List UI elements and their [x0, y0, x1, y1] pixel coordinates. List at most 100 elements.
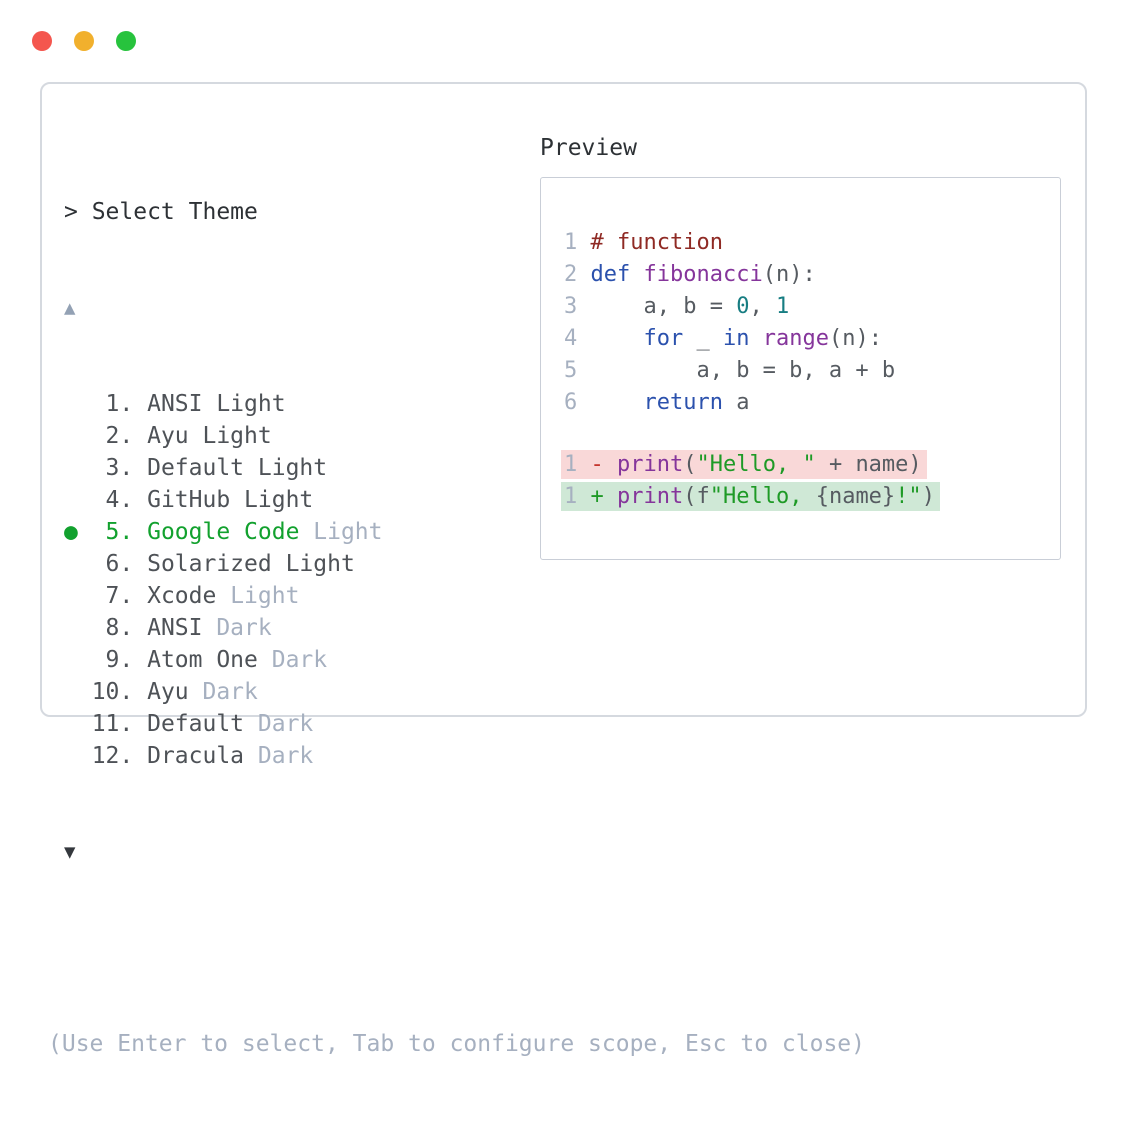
code-token: ( [683, 452, 697, 477]
code-gap [564, 419, 1060, 449]
code-line: 4 for _ in range(n): [564, 323, 1060, 355]
theme-list-item[interactable]: 8. ANSI Dark [64, 612, 865, 644]
preview-title: Preview [540, 135, 637, 161]
code-token: range [762, 326, 829, 351]
theme-item-variant: Dark [257, 647, 328, 673]
theme-list-item[interactable]: ● 5. Google Code Light [64, 516, 865, 548]
code-token [591, 390, 644, 415]
theme-item-variant: Dark [244, 711, 314, 737]
theme-item-number: 12. [91, 743, 148, 769]
code-line: 3 a, b = 0, 1 [564, 291, 1060, 323]
code-token: for [643, 326, 684, 351]
code-token: fibonacci [643, 262, 763, 287]
code-token: in [722, 326, 750, 351]
theme-list-item[interactable]: 11. Default Dark [64, 708, 865, 740]
line-number: 1 [564, 230, 591, 255]
theme-list-item[interactable]: 2. Ayu Light [64, 420, 865, 452]
diff-added-line: 1 + print(f"Hello, {name}!") [561, 481, 1060, 513]
theme-item-name: Solarized Light [147, 551, 355, 577]
window-controls [32, 31, 136, 51]
close-button[interactable] [32, 31, 52, 51]
theme-list-item[interactable]: 4. GitHub Light [64, 484, 865, 516]
bullet-placeholder [64, 583, 92, 609]
theme-item-variant: Light [299, 519, 383, 545]
theme-list-item[interactable]: 9. Atom One Dark [64, 644, 865, 676]
code-token: 1 [775, 294, 790, 319]
theme-item-number: 5. [91, 519, 148, 545]
bullet-placeholder [64, 455, 92, 481]
diff-highlight: 1 - print("Hello, " + name) [561, 450, 927, 479]
theme-item-name: Default Light [147, 455, 328, 481]
code-token [630, 262, 643, 287]
scroll-down-icon[interactable]: ▼ [64, 841, 76, 863]
line-number: 1 [564, 452, 591, 477]
code-line: 2 def fibonacci(n): [564, 259, 1060, 291]
code-token [604, 452, 617, 477]
line-number: 4 [564, 326, 591, 351]
spacer [64, 932, 865, 964]
theme-picker-window: > Select Theme ▲ 1. ANSI Light 2. Ayu Li… [40, 82, 1087, 1057]
diff-removed-line: 1 - print("Hello, " + name) [561, 449, 1060, 481]
bullet-placeholder [64, 487, 92, 513]
theme-list-item[interactable]: 3. Default Light [64, 452, 865, 484]
code-token: + name) [815, 452, 922, 477]
bullet-placeholder [64, 679, 92, 705]
bullet-placeholder [64, 423, 92, 449]
theme-list-item[interactable]: 7. Xcode Light [64, 580, 865, 612]
code-token: "Hello, [709, 484, 816, 509]
code-token: # function [590, 230, 723, 255]
code-line: 1 # function [564, 227, 1060, 259]
code-line: 6 return a [564, 387, 1060, 419]
minimize-button[interactable] [74, 31, 94, 51]
scroll-up-icon[interactable]: ▲ [64, 297, 76, 319]
code-token [604, 484, 617, 509]
code-token [591, 326, 644, 351]
code-token: return [643, 390, 723, 415]
select-theme-prompt: > Select Theme [64, 199, 258, 225]
bullet-placeholder [64, 551, 92, 577]
code-token: {name} [815, 484, 896, 509]
theme-list-item[interactable]: 10. Ayu Dark [64, 676, 865, 708]
theme-item-number: 7. [91, 583, 148, 609]
theme-item-number: 6. [91, 551, 148, 577]
theme-item-number: 11. [91, 711, 148, 737]
code-token: a [722, 390, 750, 415]
theme-item-name: Ayu [147, 679, 189, 705]
line-number: 5 [564, 358, 591, 383]
code-token: 0 [736, 294, 750, 319]
line-number: 2 [564, 262, 591, 287]
code-token: (n): [828, 326, 882, 351]
code-token: _ [683, 326, 723, 351]
theme-item-name: Atom One [147, 647, 258, 673]
line-number: 6 [564, 390, 591, 415]
theme-item-name: Ayu Light [147, 423, 272, 449]
theme-item-name: Dracula [147, 743, 245, 769]
help-text: (Use Enter to select, Tab to configure s… [48, 1031, 865, 1057]
code-token: , [749, 294, 776, 319]
diff-highlight: 1 + print(f"Hello, {name}!") [561, 482, 940, 511]
theme-item-name: GitHub Light [147, 487, 314, 513]
code-token: a, b = [590, 294, 737, 319]
bullet-placeholder [64, 711, 92, 737]
theme-list-item[interactable]: 12. Dracula Dark [64, 740, 865, 772]
bullet-placeholder [64, 391, 92, 417]
theme-list-item[interactable]: 1. ANSI Light [64, 388, 865, 420]
maximize-button[interactable] [116, 31, 136, 51]
theme-item-number: 9. [91, 647, 148, 673]
code-line: 5 a, b = b, a + b [564, 355, 1060, 387]
code-token: print [617, 452, 684, 477]
theme-list-item[interactable]: 6. Solarized Light [64, 548, 865, 580]
theme-item-number: 10. [91, 679, 148, 705]
code-token: (f [683, 484, 710, 509]
theme-item-variant: Dark [244, 743, 314, 769]
selected-bullet-icon: ● [64, 519, 92, 545]
code-token: !" [895, 484, 922, 509]
code-token: def [590, 262, 631, 287]
theme-item-number: 8. [91, 615, 148, 641]
bullet-placeholder [64, 743, 92, 769]
theme-item-number: 4. [91, 487, 148, 513]
code-token: ) [921, 484, 935, 509]
line-number: 1 [564, 484, 591, 509]
